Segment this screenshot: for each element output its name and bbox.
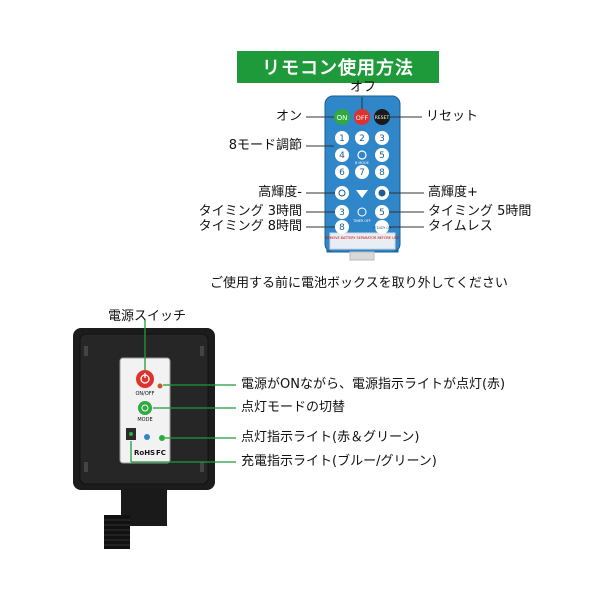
- page-title: リモコン使用方法: [262, 58, 414, 79]
- power-switch-button[interactable]: [136, 370, 154, 388]
- sun-bright-icon: [378, 189, 386, 197]
- remote-key-3[interactable]: 3: [379, 134, 385, 144]
- remote-key-4[interactable]: 4: [339, 151, 345, 161]
- label-bright-up: 高輝度+: [428, 185, 478, 200]
- remote-steady-text: STEADY ON: [373, 226, 392, 230]
- title-banner: リモコン使用方法: [237, 51, 439, 83]
- remote-bright-down-button[interactable]: [335, 186, 349, 200]
- label-power-switch: 電源スイッチ: [108, 309, 187, 324]
- box-leader-lines: [130, 320, 236, 463]
- remote-key-8[interactable]: 8: [379, 168, 385, 178]
- mode-button[interactable]: [138, 401, 152, 415]
- mode-sun-icon: [357, 150, 367, 160]
- label-off: オフ: [350, 80, 377, 95]
- label-reset: リセット: [426, 109, 479, 124]
- control-box: ON/OFF MODE RoHS FC: [73, 328, 215, 549]
- label-charge-indicator: 充電指示ライト(ブルー/グリーン): [241, 454, 437, 469]
- remote-leader-lines: [306, 97, 424, 228]
- timer-clock-icon: [357, 207, 367, 217]
- label-on: オン: [275, 109, 302, 124]
- rohs-text: RoHS: [134, 449, 155, 457]
- remote-key-1[interactable]: 1: [339, 134, 345, 144]
- mode-text: MODE: [137, 417, 152, 423]
- label-power-indicator: 電源がONながら、電源指示ライトが点灯(赤): [241, 377, 506, 392]
- remote-off-button[interactable]: [354, 109, 370, 125]
- remote-off-text: OFF: [356, 114, 369, 122]
- remote-key-5[interactable]: 5: [379, 151, 385, 161]
- label-mode: 8モード調節: [228, 138, 302, 153]
- remote-on-button[interactable]: [334, 109, 350, 125]
- remote-reset-text: RESET: [375, 115, 390, 121]
- power-indicator-led: [157, 383, 163, 389]
- label-light-indicator: 点灯指示ライト(赤＆グリーン): [241, 430, 420, 445]
- remote-control: REMOVE BATTERY SEPARATOR BEFORE USE ON O…: [324, 95, 401, 261]
- remote-timer-8[interactable]: 8: [339, 223, 345, 233]
- label-timeless: タイムレス: [428, 219, 493, 234]
- remote-timer-center-text: TIMER OFF: [352, 219, 371, 223]
- remote-bottom-note: REMOVE BATTERY SEPARATOR BEFORE USE: [325, 236, 399, 240]
- remote-timer-5[interactable]: 5: [379, 208, 385, 218]
- fc-text: FC: [156, 449, 166, 457]
- remote-key-6[interactable]: 6: [339, 168, 345, 178]
- remote-on-text: ON: [337, 114, 348, 122]
- light-indicator-led: [159, 435, 165, 441]
- remote-mode-center-text: 8 MODE: [355, 161, 369, 165]
- mode-gear-icon: [141, 404, 149, 412]
- label-timer3: タイミング 3時間: [198, 204, 302, 219]
- remote-key-2[interactable]: 2: [359, 134, 365, 144]
- label-bright-down: 高輝度-: [258, 185, 302, 200]
- on-off-text: ON/OFF: [135, 391, 154, 397]
- remote-reset-button[interactable]: [374, 109, 390, 125]
- remote-key-7[interactable]: 7: [359, 168, 365, 178]
- label-timer8: タイミング 8時間: [198, 219, 302, 234]
- label-timer5: タイミング 5時間: [428, 204, 532, 219]
- battery-tray: [349, 251, 375, 261]
- brightness-center-icon: [356, 190, 368, 198]
- bulb-icon: [144, 434, 150, 440]
- label-mode-switch: 点灯モードの切替: [241, 400, 346, 415]
- remote-timer-3[interactable]: 3: [339, 208, 345, 218]
- battery-note: ご使用する前に電池ボックスを取り外してください: [210, 276, 508, 291]
- sun-dim-icon: [338, 189, 346, 197]
